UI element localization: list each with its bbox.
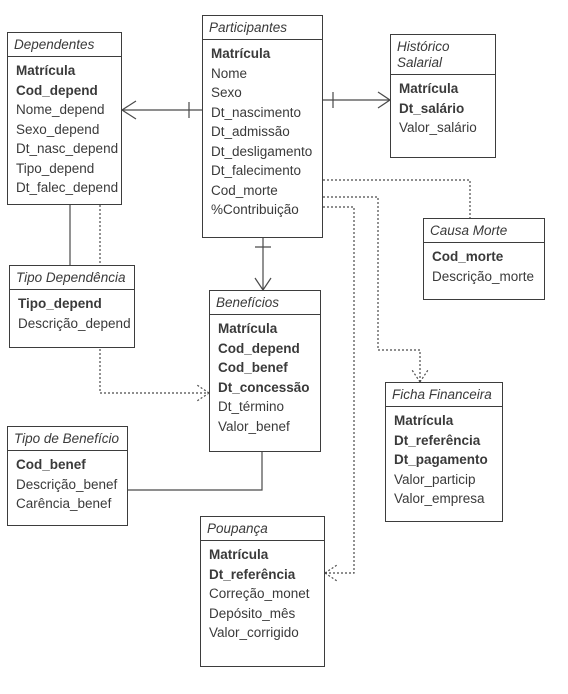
key-attribute: Cod_benef <box>218 360 288 375</box>
attribute: Valor_particip <box>394 471 476 487</box>
entity-title: Benefícios <box>210 291 320 315</box>
link-participantes-ficha <box>323 196 429 383</box>
attribute: Dt_desligamento <box>211 143 313 159</box>
attribute: Correção_monet <box>209 586 310 601</box>
key-attribute: Cod_morte <box>432 249 504 264</box>
entity-title: Dependentes <box>8 33 121 57</box>
attribute: Tipo_depend <box>16 160 95 176</box>
entity-title: Tipo Dependência <box>10 266 134 290</box>
key-attribute: Cod_depend <box>16 82 98 98</box>
key-attribute: Dt_referência <box>209 566 296 582</box>
attribute: Dt_nasc_depend <box>16 141 119 156</box>
attribute: Sexo <box>211 85 242 100</box>
key-attribute: Dt_pagamento <box>394 452 488 467</box>
key-attribute: Matrícula <box>218 321 278 336</box>
key-attribute: Matrícula <box>209 547 269 562</box>
link-dependentes-beneficios <box>99 205 210 402</box>
key-attribute: Matrícula <box>399 81 459 96</box>
attribute: Nome_depend <box>16 102 105 117</box>
entity-title: Histórico Salarial <box>391 35 495 75</box>
attribute: Valor_salário <box>399 120 477 135</box>
key-attribute: Matrícula <box>394 413 454 428</box>
attribute: Descrição_benef <box>16 476 118 492</box>
link-participantes-beneficios <box>254 238 272 291</box>
key-attribute: Dt_salário <box>399 100 465 116</box>
attribute: Carência_benef <box>16 496 112 511</box>
key-attribute: Dt_concessão <box>218 379 310 395</box>
attribute: Valor_benef <box>218 418 290 434</box>
attribute: Depósito_mês <box>209 605 296 621</box>
attribute: Sexo_depend <box>16 121 100 137</box>
attribute: Valor_corrigido <box>209 625 299 640</box>
attribute: Dt_término <box>218 399 285 414</box>
entity-title: Participantes <box>203 16 322 40</box>
link-participantes-historico <box>323 91 391 109</box>
link-participantes-causamorte <box>323 179 471 218</box>
title-line-1: Histórico <box>397 39 450 54</box>
attribute: Nome <box>211 65 248 81</box>
attribute: Dt_falecimento <box>211 163 302 178</box>
link-beneficios-tipobeneficio <box>128 452 263 491</box>
link-participantes-dependentes <box>121 100 202 120</box>
link-participantes-poupanca <box>323 206 355 582</box>
attribute: Descrição_morte <box>432 268 535 284</box>
key-attribute: Cod_depend <box>218 340 300 356</box>
entity-title: Causa Morte <box>424 219 544 243</box>
title-line-2: Salarial <box>397 55 443 70</box>
key-attribute: Dt_referência <box>394 432 481 448</box>
attribute: Cod_morte <box>211 182 278 198</box>
attribute: Dt_falec_depend <box>16 180 119 195</box>
key-attribute: Cod_benef <box>16 457 86 472</box>
attribute: %Contribuição <box>211 202 299 217</box>
key-attribute: Matrícula <box>211 46 271 61</box>
attribute: Valor_empresa <box>394 491 485 506</box>
attribute: Dt_nascimento <box>211 104 302 120</box>
entity-title: Poupança <box>201 517 324 541</box>
key-attribute: Matrícula <box>16 63 76 78</box>
key-attribute: Tipo_depend <box>18 296 102 311</box>
entity-title: Ficha Financeira <box>386 383 502 407</box>
attribute: Dt_admissão <box>211 124 290 139</box>
attribute: Descrição_depend <box>18 315 131 331</box>
entity-title: Tipo de Benefício <box>8 427 127 451</box>
